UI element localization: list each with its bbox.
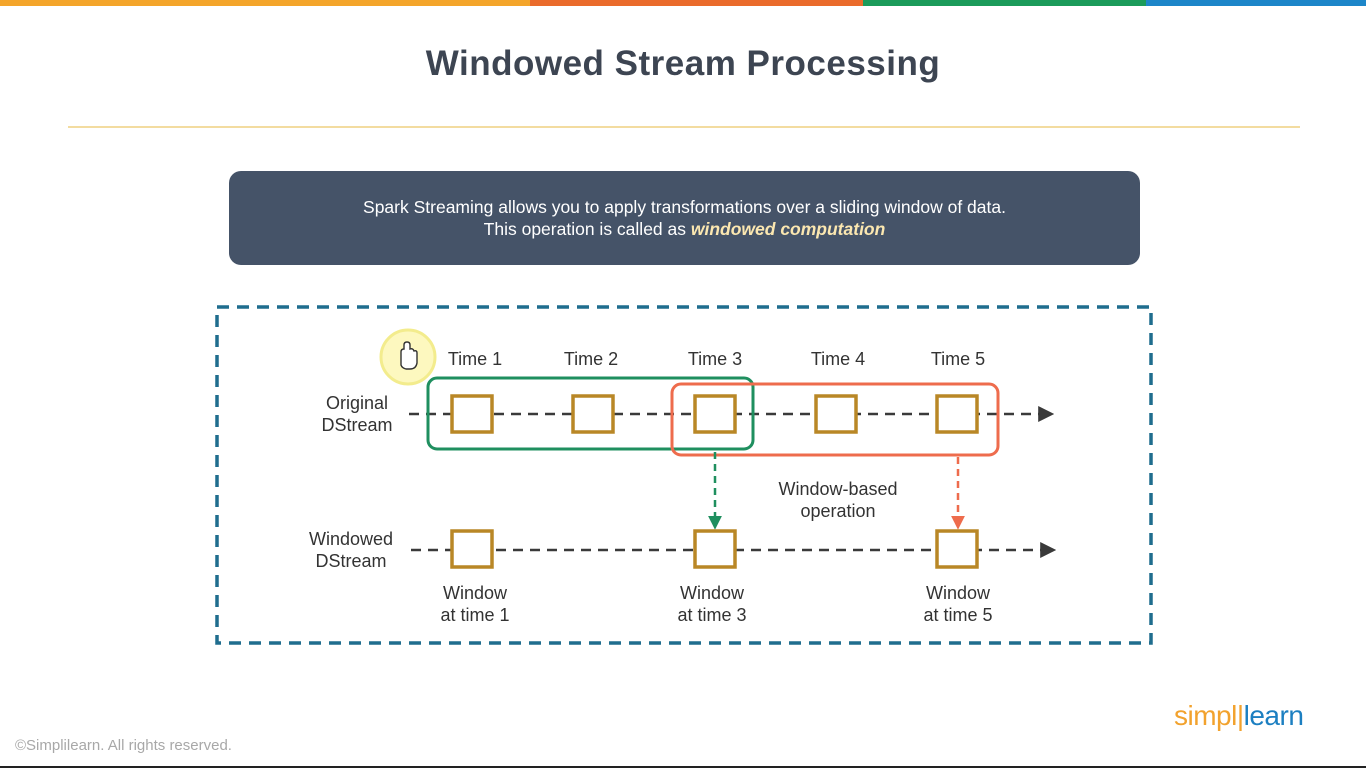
original-batch-2	[571, 394, 615, 434]
top-stripe-green	[863, 0, 1146, 6]
windowed-batch-3	[693, 529, 737, 569]
simplilearn-logo: simpl|learn	[1174, 700, 1304, 732]
top-stripe-blue	[1146, 0, 1366, 6]
banner-line-2-prefix: This operation is called as	[483, 219, 691, 239]
original-batch-5	[935, 394, 979, 434]
operation-label-line-2: operation	[800, 501, 875, 521]
top-stripe-orange	[530, 0, 863, 6]
logo-divider: |	[1236, 700, 1244, 731]
window-5-caption-line-2: at time 5	[923, 605, 992, 625]
banner-line-2: This operation is called as windowed com…	[229, 218, 1140, 240]
original-label-line-1: Original	[326, 393, 388, 413]
time-label-1: Time 1	[448, 349, 502, 369]
windowed-label-line-2: DStream	[315, 551, 386, 571]
windowed-label-line-1: Windowed	[309, 529, 393, 549]
info-banner: Spark Streaming allows you to apply tran…	[229, 171, 1140, 265]
window-orange	[670, 382, 1000, 457]
window-1-caption-line-1: Window	[443, 583, 508, 603]
original-batch-1	[450, 394, 494, 434]
window-5-caption-line-1: Window	[926, 583, 991, 603]
top-stripe-yellow	[0, 0, 530, 6]
window-3-caption-line-1: Window	[680, 583, 745, 603]
original-batch-4	[814, 394, 858, 434]
operation-label-line-1: Window-based	[778, 479, 897, 499]
copyright-footer: ©Simplilearn. All rights reserved.	[15, 737, 232, 754]
hand-cursor-icon	[379, 328, 437, 386]
page-title: Windowed Stream Processing	[425, 44, 941, 83]
windowed-stream-diagram: Time 1 Time 2 Time 3 Time 4 Time 5 Origi…	[215, 305, 1153, 645]
window-3-caption-line-2: at time 3	[677, 605, 746, 625]
window-1-caption-line-2: at time 1	[440, 605, 509, 625]
logo-part-1: simpl	[1174, 700, 1237, 731]
original-label-line-2: DStream	[321, 415, 392, 435]
time-label-2: Time 2	[564, 349, 618, 369]
windowed-batch-1	[450, 529, 494, 569]
diagram-frame	[215, 305, 1153, 645]
time-label-3: Time 3	[688, 349, 742, 369]
window-green	[426, 376, 755, 451]
windowed-batch-5	[935, 529, 979, 569]
time-label-5: Time 5	[931, 349, 985, 369]
original-batch-3	[693, 394, 737, 434]
time-label-4: Time 4	[811, 349, 865, 369]
title-divider	[68, 126, 1300, 128]
top-color-bar	[0, 0, 1366, 6]
banner-emphasis: windowed computation	[690, 219, 886, 239]
logo-part-2: learn	[1243, 700, 1304, 731]
banner-line-1: Spark Streaming allows you to apply tran…	[363, 197, 1006, 217]
bottom-edge-bar	[0, 766, 1366, 768]
